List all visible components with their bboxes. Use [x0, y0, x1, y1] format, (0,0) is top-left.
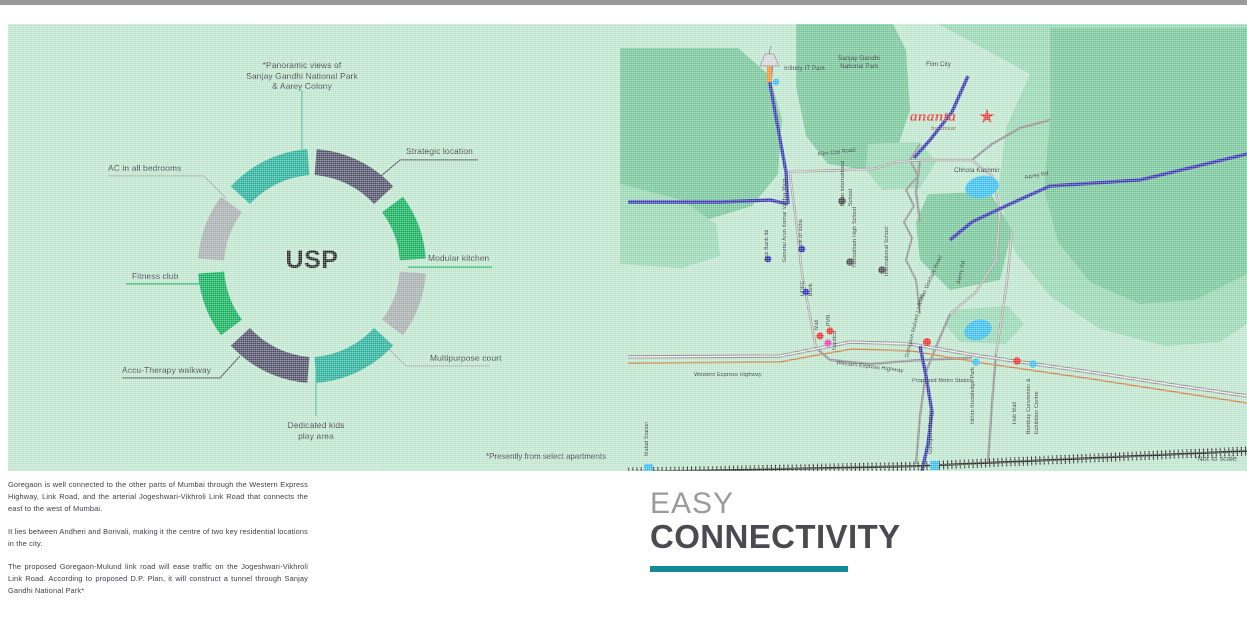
top-gray-strip — [0, 0, 1247, 5]
lake-marker — [965, 175, 999, 199]
label-gen-arun-marg: General Arun Kumar Vaidya Marg — [782, 179, 788, 263]
label-bombay-convention-2: Exhibition Centre — [1034, 391, 1040, 434]
railway-line — [627, 446, 1247, 471]
yashodham-school-dot — [846, 258, 854, 266]
copy-paragraph: It lies between Andheri and Borivali, ma… — [8, 526, 308, 548]
local-roads-highlight — [785, 159, 1013, 355]
label-wex-highway-left: Western Express Highway — [694, 372, 762, 378]
label-hdfc-bank-2: Bank — [808, 283, 814, 296]
copy-paragraph: Goregaon is well connected to the other … — [8, 480, 308, 513]
label-axis-bank: Axis Bank ltd — [764, 230, 770, 262]
heading-line-connectivity: CONNECTIVITY — [650, 517, 901, 555]
nautica-dot — [824, 339, 832, 347]
label-goregaon-mulund-link-rd: Goregaon Mulund Link Rd — [904, 294, 926, 359]
map-labels: Infinity IT Park Sanjay Gandhi National … — [644, 55, 1049, 456]
usp-footnote: *Presently from select apartments — [485, 452, 606, 461]
label-ryan-school-2: School — [848, 189, 854, 206]
label-bank-of-india: Bank of India — [798, 219, 804, 252]
usp-label-text: AC in all bedrooms — [108, 163, 182, 173]
label-mall: Mall — [814, 320, 820, 330]
infinity-it-park-dot — [772, 78, 780, 86]
pvr-dot — [826, 327, 834, 335]
label-proposed-metro-station: Proposed Metro Station — [912, 378, 973, 384]
usp-label-text: Strategic location — [406, 146, 473, 156]
ryan-school-dot — [838, 197, 846, 205]
arterial-highways — [628, 55, 1247, 471]
usp-label-text: Modular kitchen — [428, 253, 490, 263]
bottom-section: Goregaon is well connected to the other … — [0, 471, 1247, 636]
usp-donut-chart — [186, 140, 438, 392]
goregaon-station-marker — [930, 461, 939, 470]
malad-station-marker — [644, 464, 653, 471]
label-hdfc-bank: HDFC — [800, 281, 806, 296]
label-goregaon-station: Goregaon Station — [928, 410, 934, 454]
mall-dot — [816, 332, 824, 340]
label-yashodham-school: Yashodham High School — [852, 207, 858, 268]
usp-label-text: Multipurpose court — [430, 353, 502, 363]
usp-label-text: Fitness club — [132, 271, 179, 281]
chhota-kashmir-lake — [964, 319, 992, 341]
western-express-highway — [627, 340, 1247, 404]
hub-mall-dot — [1013, 357, 1021, 365]
international-school-dot — [878, 266, 886, 274]
label-sanjay-gandhi-park-2: National Park — [840, 63, 879, 70]
usp-label-multipurpose-court: Multipurpose court — [430, 353, 502, 364]
usp-label-text: Accu-Therapy walkway — [122, 365, 212, 375]
label-infinity-it-park: Infinity IT Park — [784, 65, 826, 72]
bank-of-india-dot — [798, 245, 806, 253]
label-film-city-road: Film City Road — [818, 147, 857, 158]
connectivity-copy-block: Goregaon is well connected to the other … — [8, 479, 308, 608]
proposed-metro-station-dot — [923, 338, 931, 346]
map-panel: Infinity IT Park Sanjay Gandhi National … — [620, 24, 1247, 471]
section-heading: EASY CONNECTIVITY — [650, 487, 1070, 573]
label-film-city: Film City — [926, 61, 952, 68]
label-hub-mall: Hub Mall — [1012, 402, 1018, 424]
axis-bank-dot — [764, 255, 772, 263]
label-bombay-convention: Bombay Convention & — [1026, 378, 1032, 434]
it-park-building-icon — [759, 45, 780, 82]
heading-line-easy: EASY — [650, 487, 735, 520]
label-pvr: PVR — [826, 315, 832, 326]
usp-label-strategic-location: Strategic location — [406, 146, 473, 157]
map-footnote: *Not to scale — [1194, 454, 1237, 463]
label-nautica: Nautica — [832, 331, 838, 350]
label-international-school: International School — [884, 226, 890, 276]
label-malad-station: Malad Station — [644, 422, 650, 456]
poi-dots — [764, 78, 1037, 368]
label-aarey-rd-south: Aarey Rd — [956, 260, 967, 284]
map-graphics: Infinity IT Park Sanjay Gandhi National … — [620, 24, 1247, 471]
hdfc-bank-dot — [802, 288, 810, 296]
usp-label-modular-kitchen: Modular kitchen — [428, 253, 489, 264]
usp-center-label: USP — [285, 246, 339, 274]
usp-label-ac-in-all-bedrooms: AC in all bedrooms — [108, 163, 181, 174]
park-areas — [620, 24, 1247, 346]
usp-label-fitness-club: Fitness club — [132, 271, 178, 282]
heading-underline-rule — [650, 566, 848, 573]
label-aarey-rd-east: Aarey Rd — [1024, 171, 1049, 181]
copy-paragraph: The proposed Goregaon-Mulund link road w… — [8, 561, 308, 595]
label-chhota-kashmir: Chhota Kashmir — [954, 167, 1000, 174]
label-sanjay-gandhi-park-1: Sanjay Gandhi — [838, 55, 880, 62]
usp-label-accu-therapy-walkway: Accu-Therapy walkway — [122, 365, 211, 376]
bombay-convention-dot — [1029, 360, 1037, 368]
label-nirlon-knowledge-park: Nirlon Knowledge Park — [970, 367, 976, 424]
nirlon-knowledge-park-dot — [972, 358, 980, 366]
label-ryan-school: Ryan International — [840, 160, 846, 206]
